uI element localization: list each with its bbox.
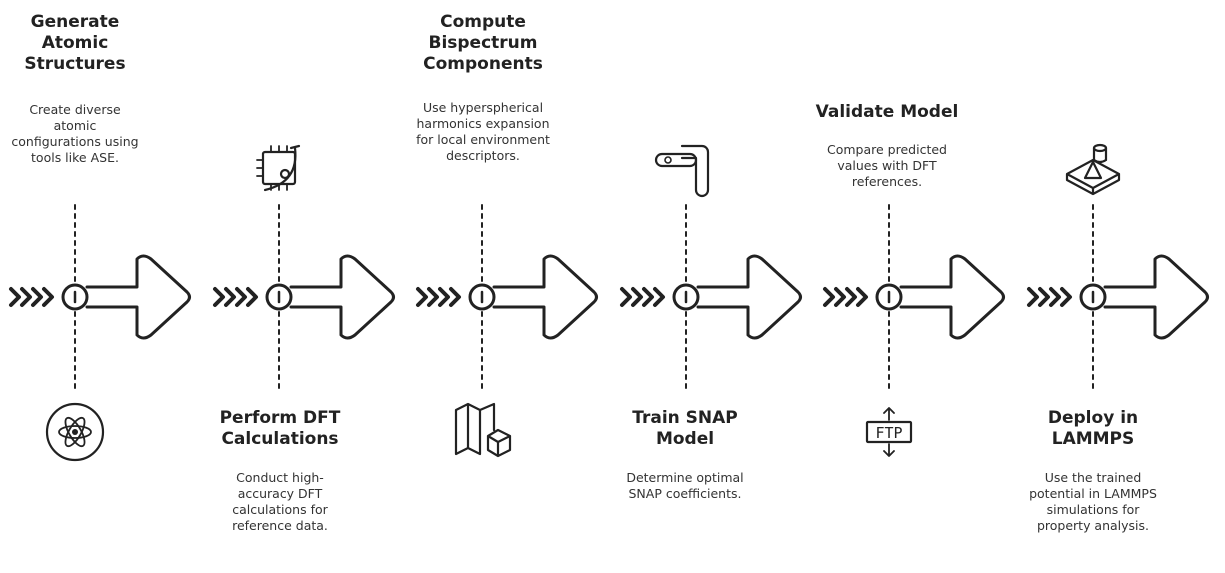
chevron-icon [9, 287, 21, 307]
stage-2-description: Conduct high-accuracy DFT calculations f… [232, 470, 328, 533]
flow-arrow [1103, 254, 1209, 340]
stage-2-graphic [213, 144, 395, 394]
map-cube-icon [454, 402, 512, 458]
chevron-icon [642, 287, 654, 307]
stage-6: Deploy in LAMMPS Use the trained potenti… [1018, 0, 1218, 573]
chevron-icon [834, 287, 846, 307]
chevron-icon [449, 287, 461, 307]
chevron-icon [42, 287, 54, 307]
flow-arrow [899, 254, 1005, 340]
stage-3-graphic [416, 204, 598, 458]
chevron-icon [224, 287, 236, 307]
flow-arrow [289, 254, 395, 340]
chevron-icon [631, 287, 643, 307]
chevron-icon [653, 287, 665, 307]
chevron-icon [427, 287, 439, 307]
stage-5: Validate Model Compare predicted values … [812, 0, 1012, 573]
flow-arrow [85, 254, 191, 340]
stage-3-title: Compute Bispectrum Components [423, 12, 543, 74]
chip-orbit-icon [256, 144, 301, 192]
stage-5-graphic: FTP [823, 204, 1005, 457]
ftp-icon-label: FTP [875, 424, 902, 442]
chevron-icon [213, 287, 225, 307]
stage-1-description: Create diverse atomic configurations usi… [11, 102, 139, 165]
flow-arrow [492, 254, 598, 340]
stage-graphics: FTP [9, 143, 1209, 462]
stage-1: Generate Atomic Structures Create divers… [0, 0, 200, 573]
stage-6-title: Deploy in LAMMPS [1047, 408, 1139, 449]
ftp-icon: FTP [865, 407, 913, 457]
chevron-icon [416, 287, 428, 307]
stage-1-title: Generate Atomic Structures [24, 12, 126, 74]
chevron-icon [1049, 287, 1061, 307]
chevron-icon [235, 287, 247, 307]
chevron-icon [246, 287, 258, 307]
atom-icon [45, 402, 105, 462]
stage-4-title: Train SNAP Model [632, 408, 738, 449]
stage-4-graphic [620, 144, 802, 394]
stage-3: Compute Bispectrum Components Use hypers… [408, 0, 608, 573]
chevron-icon [1027, 287, 1039, 307]
stage-6-graphic [1027, 143, 1209, 394]
deploy-platform-icon [1065, 143, 1121, 196]
chevron-icon [1060, 287, 1072, 307]
stage-3-description: Use hyperspherical harmonics expansion f… [416, 100, 550, 163]
stage-5-title: Validate Model [815, 102, 959, 122]
pipeline-icon [654, 144, 710, 198]
flow-arrow [696, 254, 802, 340]
chevron-icon [20, 287, 32, 307]
chevron-icon [845, 287, 857, 307]
stage-5-description: Compare predicted values with DFT refere… [827, 142, 947, 189]
chevron-icon [620, 287, 632, 307]
stage-1-graphic [9, 204, 191, 462]
chevron-icon [438, 287, 450, 307]
stage-2: Perform DFT Calculations Conduct high-ac… [205, 0, 405, 573]
chevron-icon [1038, 287, 1050, 307]
stage-4-description: Determine optimal SNAP coefficients. [626, 470, 744, 501]
stage-2-title: Perform DFT Calculations [219, 408, 341, 449]
chevron-icon [31, 287, 43, 307]
chevron-icon [823, 287, 835, 307]
stage-4: Train SNAP Model Determine optimal SNAP … [610, 0, 810, 573]
stage-6-description: Use the trained potential in LAMMPS simu… [1029, 470, 1157, 533]
chevron-icon [856, 287, 868, 307]
